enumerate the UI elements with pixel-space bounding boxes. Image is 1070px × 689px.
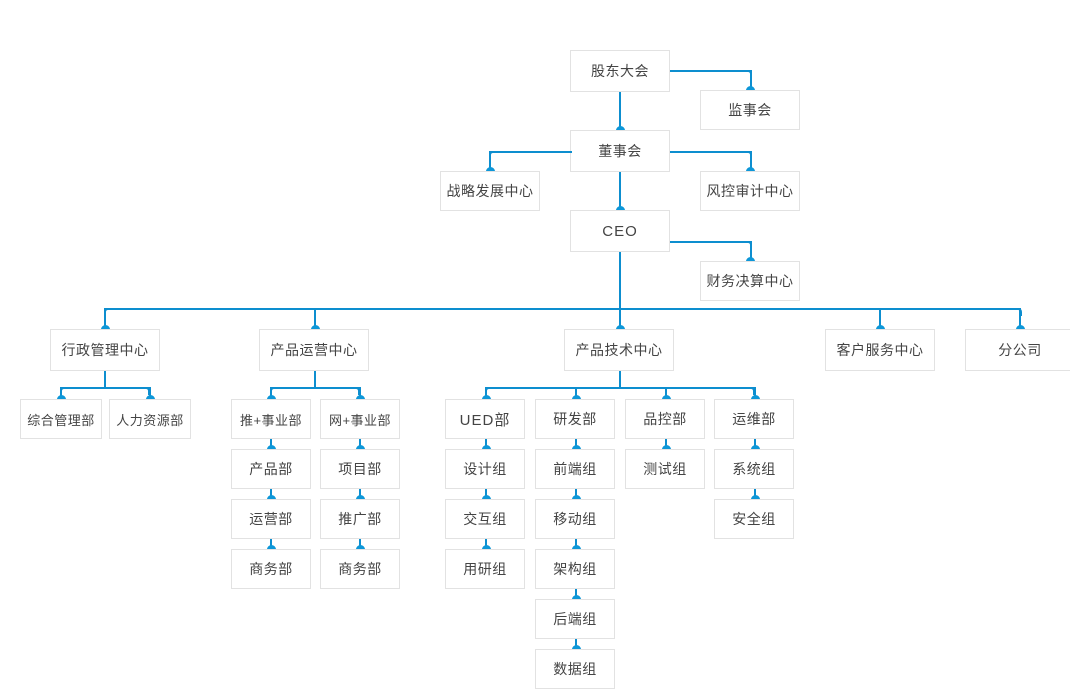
connector-interaction-user-research [485, 539, 487, 549]
node-finance[interactable]: 财务决算中心 [700, 261, 800, 301]
drop-human-resources [149, 387, 151, 399]
drop-product-ops-center [314, 308, 316, 329]
drop-customer-service-center [879, 308, 881, 329]
drop-branch-company [1019, 308, 1021, 329]
node-ued-dept[interactable]: UED部 [445, 399, 525, 439]
corner-bus-right [1014, 308, 1022, 316]
connector-shareholders-supervisory-h [670, 70, 752, 72]
stem-product-ops-center [314, 371, 316, 388]
node-human-resources[interactable]: 人力资源部 [109, 399, 191, 439]
subbus-product-ops [270, 387, 360, 389]
node-wang-bu[interactable]: 网+事业部 [320, 399, 400, 439]
node-design-group[interactable]: 设计组 [445, 449, 525, 489]
connector-ceo-bus [619, 252, 621, 309]
node-promotion-dept[interactable]: 推广部 [320, 499, 400, 539]
connector-system-security [754, 489, 756, 499]
connector-promotion-business-b [359, 539, 361, 549]
node-general-admin[interactable]: 综合管理部 [20, 399, 102, 439]
drop-general-admin [60, 387, 62, 399]
node-customer-service-center[interactable]: 客户服务中心 [825, 329, 935, 371]
drop-rd-dept [575, 387, 577, 399]
corner-shareholders-supervisory [744, 70, 752, 78]
connector-board-strategy-v [489, 151, 491, 171]
node-data-group[interactable]: 数据组 [535, 649, 615, 689]
node-mobile-group[interactable]: 移动组 [535, 499, 615, 539]
node-risk-audit[interactable]: 风控审计中心 [700, 171, 800, 211]
connector-ued-design [485, 439, 487, 449]
connector-frontend-mobile [575, 489, 577, 499]
connector-board-strategy-h [490, 151, 572, 153]
drop-qa-dept [665, 387, 667, 399]
node-strategy[interactable]: 战略发展中心 [440, 171, 540, 211]
subbus-product-tech [485, 387, 755, 389]
node-business-dept-a[interactable]: 商务部 [231, 549, 311, 589]
connector-design-interaction [485, 489, 487, 499]
node-ceo[interactable]: CEO [570, 210, 670, 252]
node-tui-bu[interactable]: 推+事业部 [231, 399, 311, 439]
node-frontend-group[interactable]: 前端组 [535, 449, 615, 489]
connector-shareholders-supervisory-v [750, 70, 752, 90]
connector-shareholders-board [619, 92, 621, 130]
node-operation-dept[interactable]: 运营部 [231, 499, 311, 539]
connector-ceo-finance-v [750, 241, 752, 261]
node-security-group[interactable]: 安全组 [714, 499, 794, 539]
node-architecture-group[interactable]: 架构组 [535, 549, 615, 589]
node-supervisory[interactable]: 监事会 [700, 90, 800, 130]
subbus-admin-center [60, 387, 150, 389]
node-user-research-group[interactable]: 用研组 [445, 549, 525, 589]
node-board[interactable]: 董事会 [570, 130, 670, 172]
node-admin-center[interactable]: 行政管理中心 [50, 329, 160, 371]
connector-ceo-finance-h [670, 241, 752, 243]
node-interaction-group[interactable]: 交互组 [445, 499, 525, 539]
connector-board-risk-h [670, 151, 752, 153]
node-business-dept-b[interactable]: 商务部 [320, 549, 400, 589]
connector-product-operation [270, 489, 272, 499]
node-shareholders[interactable]: 股东大会 [570, 50, 670, 92]
corner-board-strategy [489, 151, 497, 159]
connector-board-risk-v [750, 151, 752, 171]
node-qa-dept[interactable]: 品控部 [625, 399, 705, 439]
division-bus [104, 308, 1020, 310]
corner-ceo-finance [744, 241, 752, 249]
node-rd-dept[interactable]: 研发部 [535, 399, 615, 439]
node-product-dept[interactable]: 产品部 [231, 449, 311, 489]
node-test-group[interactable]: 测试组 [625, 449, 705, 489]
drop-product-tech-center [619, 308, 621, 329]
connector-backend-data [575, 639, 577, 649]
node-system-group[interactable]: 系统组 [714, 449, 794, 489]
node-backend-group[interactable]: 后端组 [535, 599, 615, 639]
node-project-dept[interactable]: 项目部 [320, 449, 400, 489]
connector-rd-frontend [575, 439, 577, 449]
node-branch-company[interactable]: 分公司 [965, 329, 1070, 371]
drop-ued-dept [485, 387, 487, 399]
stem-product-tech-center [619, 371, 621, 388]
stem-admin-center [104, 371, 106, 388]
drop-wang-bu [359, 387, 361, 399]
connector-project-promotion [359, 489, 361, 499]
drop-ops-dept [754, 387, 756, 399]
connector-operation-business-a [270, 539, 272, 549]
node-product-tech-center[interactable]: 产品技术中心 [564, 329, 674, 371]
connector-wang-project [359, 439, 361, 449]
connector-architecture-backend [575, 589, 577, 599]
node-ops-dept[interactable]: 运维部 [714, 399, 794, 439]
corner-board-risk [744, 151, 752, 159]
connector-board-ceo [619, 172, 621, 210]
drop-tui-bu [270, 387, 272, 399]
drop-admin-center [104, 308, 106, 329]
connector-ops-system [754, 439, 756, 449]
connector-tui-product [270, 439, 272, 449]
connector-qa-test [665, 439, 667, 449]
connector-mobile-architecture [575, 539, 577, 549]
node-product-ops-center[interactable]: 产品运营中心 [259, 329, 369, 371]
